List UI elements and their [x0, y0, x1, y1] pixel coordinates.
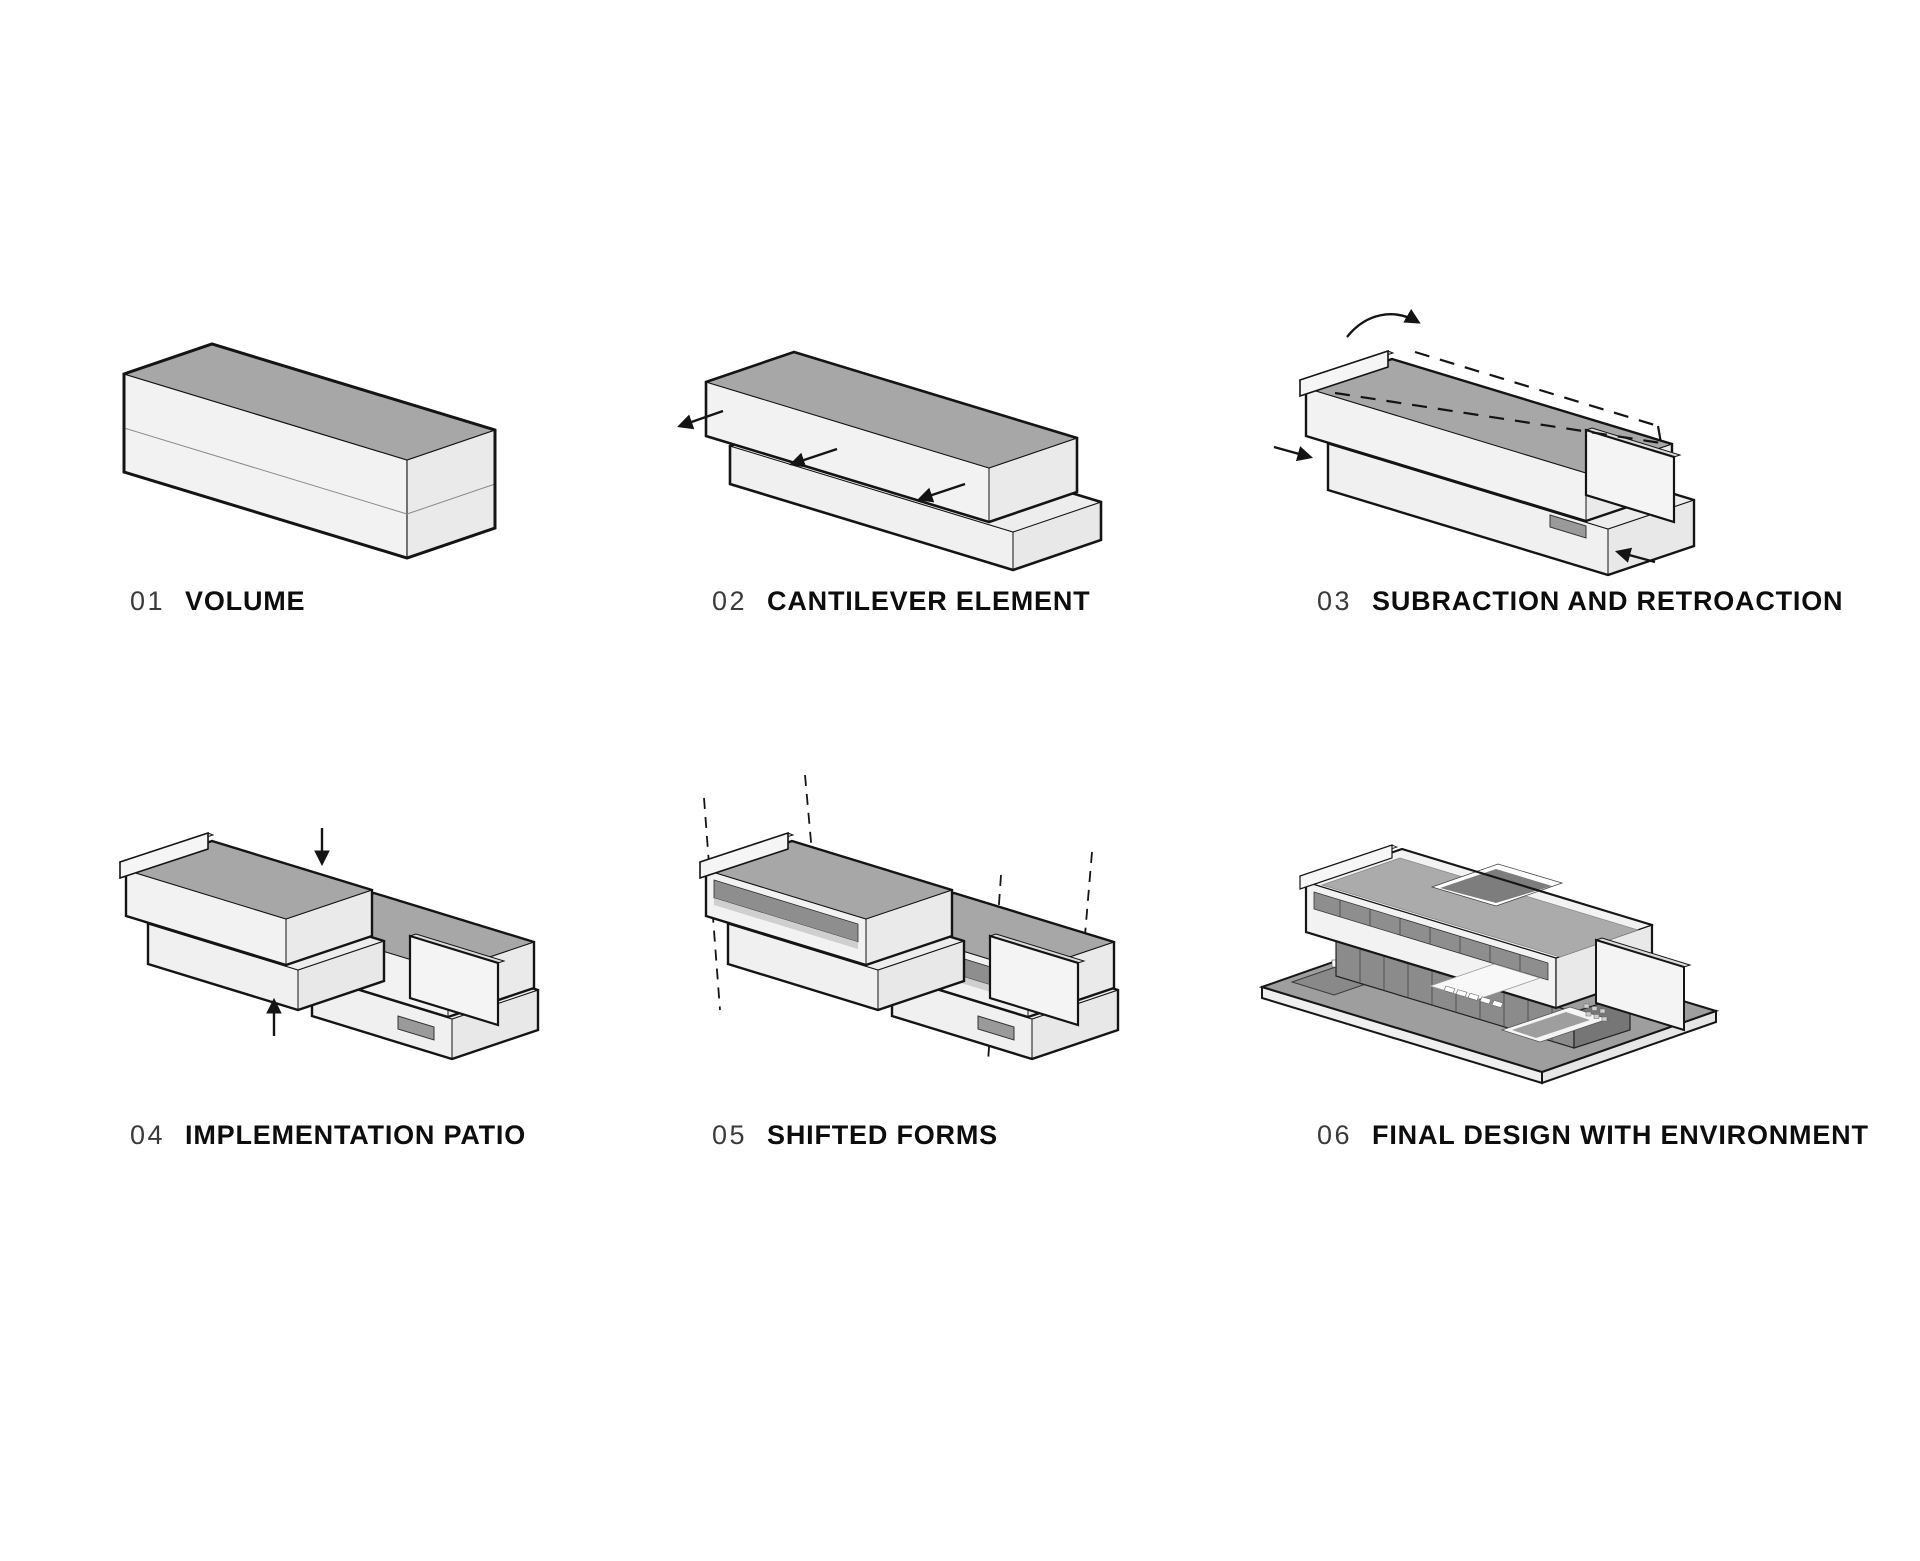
caption-patio: 04 IMPLEMENTATION PATIO [130, 1120, 526, 1151]
subtraction-diagram [1273, 308, 1696, 577]
patio-arrows [266, 828, 330, 1036]
final-design-diagram [1258, 844, 1720, 1085]
caption-label: CANTILEVER ELEMENT [767, 586, 1091, 616]
subtraction-void [977, 1015, 1015, 1041]
caption-label: FINAL DESIGN WITH ENVIRONMENT [1372, 1120, 1869, 1150]
front-pool [1500, 1006, 1610, 1043]
right-wall [1584, 427, 1682, 524]
volume-diagram [122, 342, 497, 560]
roof-deck [1320, 857, 1640, 958]
left-upper-slab [124, 839, 374, 967]
caption-volume: 01 VOLUME [130, 586, 305, 617]
shifted-forms-diagram [698, 774, 1120, 1063]
caption-label: SUBRACTION AND RETROACTION [1372, 586, 1844, 616]
left-parapet [1298, 844, 1399, 890]
caption-number: 06 [1317, 1120, 1353, 1150]
cantilever-figure [640, 240, 1240, 640]
subtraction-void [1549, 514, 1587, 539]
caption-final-design: 06 FINAL DESIGN WITH ENVIRONMENT [1317, 1120, 1869, 1151]
terrace-loungers [1428, 963, 1542, 1008]
volume-figure [60, 240, 660, 640]
subtraction-figure [1240, 230, 1860, 640]
patio-figure [60, 770, 660, 1170]
volume-box [122, 342, 497, 560]
left-parapet [698, 831, 795, 880]
subtraction-void [397, 1015, 435, 1041]
caption-number: 04 [130, 1120, 166, 1150]
patio-diagram [118, 828, 540, 1061]
caption-cantilever: 02 CANTILEVER ELEMENT [712, 586, 1090, 617]
caption-number: 03 [1317, 586, 1353, 616]
shift-arrows [677, 409, 966, 503]
caption-number: 02 [712, 586, 748, 616]
caption-label: IMPLEMENTATION PATIO [185, 1120, 527, 1150]
right-wall [988, 933, 1086, 1027]
dining-area [1583, 1003, 1608, 1022]
right-wall [1594, 937, 1692, 1032]
shifted-forms-figure [640, 770, 1240, 1170]
caption-number: 05 [712, 1120, 748, 1150]
right-wall [408, 933, 506, 1027]
final-design-figure [1240, 790, 1880, 1120]
left-parapet [1298, 349, 1395, 398]
cantilever-diagram [677, 350, 1103, 572]
left-parapet [118, 831, 215, 880]
original-outline-dashed [1334, 350, 1663, 445]
caption-label: VOLUME [185, 586, 306, 616]
action-arrows [1273, 308, 1656, 564]
caption-subtraction: 03 SUBRACTION AND RETROACTION [1317, 586, 1843, 617]
window-sill [714, 898, 858, 949]
caption-label: SHIFTED FORMS [767, 1120, 998, 1150]
caption-shifted-forms: 05 SHIFTED FORMS [712, 1120, 998, 1151]
upper-glass-band [1313, 891, 1549, 981]
caption-number: 01 [130, 586, 166, 616]
left-upper-slab [704, 839, 954, 967]
roof-opening [1440, 869, 1552, 903]
